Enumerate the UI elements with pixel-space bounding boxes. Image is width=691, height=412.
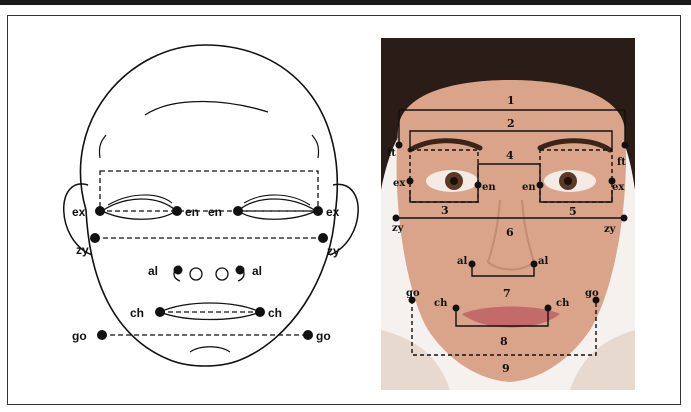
- photo-go-left-label: go: [406, 288, 420, 299]
- photo-zy-left-dot: [393, 215, 400, 222]
- photo-ft-left-label: ft: [387, 148, 396, 159]
- chin-line: [190, 347, 230, 352]
- photo-al-right-dot: [531, 261, 538, 268]
- sketch-zy-left-label: zy: [76, 243, 89, 257]
- photo-ft-left-dot: [396, 142, 403, 149]
- photo-ch-right-dot: [545, 305, 552, 312]
- measure-1-number: 1: [507, 94, 515, 107]
- sketch-go-left-dot: [97, 330, 107, 340]
- measure-6-number: 6: [506, 226, 514, 239]
- measure-2-number: 2: [507, 117, 515, 130]
- photo-en-left-dot: [475, 182, 482, 189]
- sketch-ch-right-label: ch: [268, 306, 282, 320]
- measure-9-number: 9: [502, 362, 510, 375]
- photo-ch-right-label: ch: [556, 298, 570, 309]
- sketch-ch-right-dot: [255, 307, 265, 317]
- photo-ch-left-dot: [453, 305, 460, 312]
- sketch-go-right-dot: [303, 330, 313, 340]
- sketch-en-right-dot: [233, 206, 243, 216]
- nostril-right: [216, 268, 228, 280]
- measure-4-number: 4: [506, 149, 514, 162]
- photo-al-left-label: al: [457, 256, 467, 267]
- photo-en-right-dot: [537, 182, 544, 189]
- mouth: [160, 303, 260, 320]
- photo-zy-right-dot: [621, 215, 628, 222]
- sketch-en-left-label: en: [185, 205, 199, 219]
- measure-5-number: 5: [569, 205, 577, 218]
- sketch-ch-left-dot: [155, 307, 165, 317]
- sketch-al-left-label: al: [148, 264, 158, 278]
- photo-en-left-label: en: [482, 182, 496, 193]
- photo-pupil-left: [450, 177, 458, 185]
- sketch-ex-right-label: ex: [326, 205, 340, 219]
- sketch-en-left-dot: [172, 206, 182, 216]
- sketch-ex-left-dot: [95, 206, 105, 216]
- sketch-en-right-label: en: [208, 205, 222, 219]
- sketch-zy-right-label: zy: [327, 244, 340, 258]
- photo-al-right-label: al: [538, 256, 548, 267]
- sketch-al-right-dot: [236, 266, 245, 275]
- photo-al-left-dot: [469, 261, 476, 268]
- photo-en-right-label: en: [522, 182, 536, 193]
- forehead-line: [145, 101, 268, 115]
- temple-line-left: [99, 135, 106, 158]
- sketch-go-right-label: go: [316, 329, 331, 343]
- photo-ft-right-dot: [622, 142, 629, 149]
- measure-7-number: 7: [503, 287, 511, 300]
- photo-zy-left-label: zy: [392, 223, 405, 234]
- sketch-al-left-dot: [174, 266, 183, 275]
- photo-ex-left-label: ex: [393, 178, 406, 189]
- sketch-zy-left-dot: [90, 233, 100, 243]
- sketch-zy-right-dot: [318, 233, 328, 243]
- temple-line-right: [312, 135, 319, 158]
- face-sketch: ex en en ex zy zy al al ch ch go go: [64, 45, 358, 366]
- face-photo: [381, 38, 635, 390]
- photo-ex-right-label: ex: [612, 182, 625, 193]
- photo-zy-right-label: zy: [604, 224, 617, 235]
- nostril-left: [190, 268, 202, 280]
- photo-ch-left-label: ch: [434, 298, 448, 309]
- sketch-go-left-label: go: [72, 329, 87, 343]
- photo-ft-right-label: ft: [617, 157, 626, 168]
- sketch-ch-left-label: ch: [130, 306, 144, 320]
- photo-pupil-right: [564, 177, 572, 185]
- measure-8-number: 8: [500, 335, 508, 348]
- sketch-al-right-label: al: [252, 264, 262, 278]
- photo-go-right-label: go: [585, 288, 599, 299]
- sketch-ex-left-label: ex: [72, 205, 86, 219]
- measure-3-number: 3: [441, 204, 449, 217]
- sketch-ex-right-dot: [313, 206, 323, 216]
- photo-ex-left-dot: [407, 178, 414, 185]
